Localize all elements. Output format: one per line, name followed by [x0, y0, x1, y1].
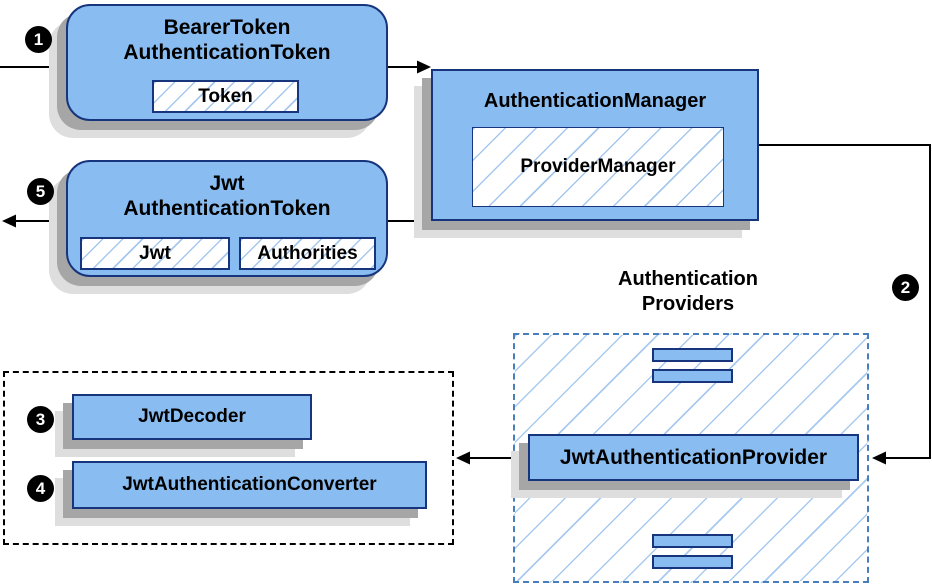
jwt-authentication-converter-label: JwtAuthenticationConverter: [122, 474, 377, 495]
step-1-number: 1: [33, 29, 44, 49]
jwt-decoder-box: JwtDecoder: [72, 394, 312, 440]
step-5-badge: 5: [27, 178, 54, 205]
jwt-decoder-label: JwtDecoder: [138, 406, 246, 427]
jwt-token-title-line2: AuthenticationToken: [123, 197, 331, 220]
arrowhead-bearer-to-manager: [417, 60, 431, 74]
step-2-number: 2: [900, 277, 911, 297]
provider-list-bar-4: [652, 555, 733, 569]
step-5-number: 5: [35, 181, 46, 201]
provider-list-bar-3: [652, 534, 733, 548]
step-3-number: 3: [35, 409, 46, 429]
jwt-authentication-token-box: Jwt AuthenticationToken Jwt Authorities: [66, 160, 388, 277]
provider-manager-label: ProviderManager: [520, 156, 676, 177]
authentication-providers-label: Authentication Providers: [563, 267, 813, 317]
jwt-field: Jwt: [80, 237, 230, 270]
arrowhead-provider-to-decoders: [456, 451, 470, 465]
token-field-label: Token: [198, 85, 253, 107]
bearer-token-title-line1: BearerToken: [163, 16, 291, 39]
authentication-manager-title: AuthenticationManager: [483, 90, 707, 112]
jwt-token-box-title: Jwt AuthenticationToken: [68, 162, 386, 221]
bearer-token-box-title: BearerToken AuthenticationToken: [68, 6, 386, 65]
decoder-converter-group: [3, 371, 454, 545]
step-2-badge: 2: [892, 274, 919, 301]
arrowhead-response-out: [2, 214, 16, 228]
jwt-token-title-line1: Jwt: [209, 172, 245, 195]
jwt-field-label: Jwt: [139, 242, 171, 264]
jwt-authentication-provider-label: JwtAuthenticationProvider: [559, 445, 828, 469]
authentication-manager-box: AuthenticationManager ProviderManager: [431, 69, 759, 221]
authorities-field-label: Authorities: [257, 242, 358, 264]
providers-label-line1: Authentication: [618, 268, 758, 290]
providers-label-line2: Providers: [641, 293, 735, 315]
provider-list-bar-2: [652, 369, 733, 383]
bearer-token-title-line2: AuthenticationToken: [123, 41, 331, 64]
step-4-number: 4: [35, 478, 46, 498]
bearer-token-authentication-token-box: BearerToken AuthenticationToken Token: [66, 4, 388, 121]
provider-list-bar-1: [652, 348, 733, 362]
token-field: Token: [152, 80, 299, 113]
step-4-badge: 4: [27, 475, 54, 502]
provider-manager-field: ProviderManager: [472, 127, 724, 207]
jwt-authentication-converter-box: JwtAuthenticationConverter: [72, 461, 427, 509]
step-3-badge: 3: [27, 406, 54, 433]
step-1-badge: 1: [25, 26, 52, 53]
arrow-manager-to-provider: [759, 144, 931, 459]
jwt-authentication-provider-box: JwtAuthenticationProvider: [528, 434, 859, 481]
arrowhead-manager-to-provider: [872, 451, 886, 465]
authorities-field: Authorities: [239, 237, 376, 270]
